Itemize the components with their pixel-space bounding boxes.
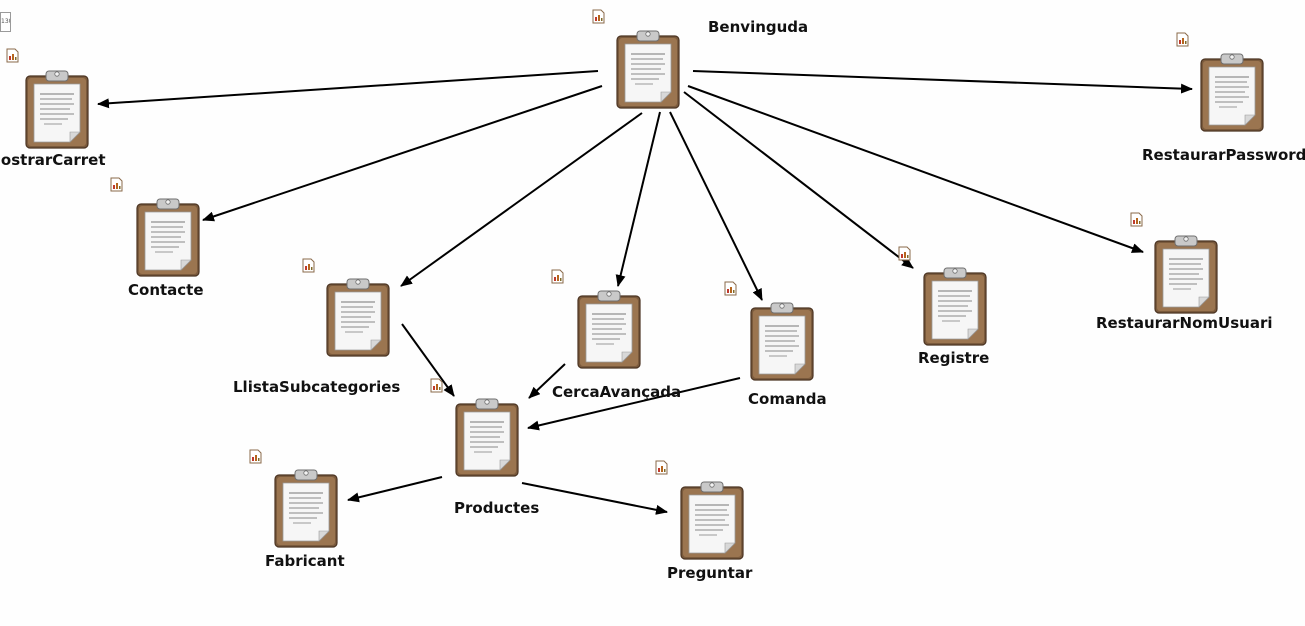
- document-chart-icon: [430, 378, 443, 393]
- clipboard-icon: [323, 276, 393, 362]
- node-label: Benvinguda: [708, 18, 809, 36]
- document-chart-icon: [551, 269, 564, 284]
- node-label: Comanda: [748, 390, 827, 408]
- edge-benvinguda-to-contacte: [202, 85, 603, 222]
- clipboard-icon: [22, 68, 92, 154]
- document-chart-icon: [1176, 32, 1189, 47]
- node-label: MostrarCarret: [0, 151, 106, 169]
- edge-benvinguda-to-restaurarnomusuari: [687, 85, 1144, 253]
- node-label: RestaurarPassword: [1142, 146, 1305, 164]
- clipboard-icon: [747, 300, 817, 386]
- document-chart-icon: [249, 449, 262, 464]
- clipboard-icon: [677, 479, 747, 565]
- document-chart-icon: [724, 281, 737, 296]
- clipboard-icon: [452, 396, 522, 482]
- node-label: Fabricant: [265, 552, 345, 570]
- edge-benvinguda-to-cercaavancada: [615, 111, 661, 287]
- clipboard-icon: [920, 265, 990, 351]
- node-label: Registre: [918, 349, 990, 367]
- node-label: RestaurarNomUsuari: [1096, 314, 1273, 332]
- document-chart-icon: [6, 48, 19, 63]
- edge-productes-to-fabricant: [347, 476, 443, 503]
- edge-benvinguda-to-comanda: [669, 111, 763, 301]
- clipboard-icon: [1197, 51, 1267, 137]
- node-label: LlistaSubcategories: [233, 378, 401, 396]
- edge-benvinguda-to-restaurarpassword: [692, 70, 1193, 94]
- edge-benvinguda-to-mostrarcarret: [97, 70, 599, 109]
- document-chart-icon: [302, 258, 315, 273]
- edge-benvinguda-to-llistasubcategories: [400, 112, 643, 287]
- edge-cercaavancada-to-productes: [528, 363, 566, 399]
- clipboard-icon: [613, 28, 683, 114]
- corner-label: 130: [0, 12, 11, 32]
- document-chart-icon: [898, 246, 911, 261]
- edge-productes-to-preguntar: [521, 482, 668, 515]
- edge-llistasubcategories-to-productes: [401, 323, 455, 397]
- node-label: Productes: [454, 499, 540, 517]
- clipboard-icon: [1151, 233, 1221, 319]
- document-chart-icon: [592, 9, 605, 24]
- edge-benvinguda-to-registre: [683, 91, 914, 269]
- document-chart-icon: [655, 460, 668, 475]
- node-label: CercaAvançada: [552, 383, 682, 401]
- document-chart-icon: [1130, 212, 1143, 227]
- clipboard-icon: [133, 196, 203, 282]
- node-label: Preguntar: [667, 564, 753, 582]
- edge-comanda-to-productes: [527, 377, 741, 431]
- document-chart-icon: [110, 177, 123, 192]
- clipboard-icon: [574, 288, 644, 374]
- node-label: Contacte: [128, 281, 204, 299]
- clipboard-icon: [271, 467, 341, 553]
